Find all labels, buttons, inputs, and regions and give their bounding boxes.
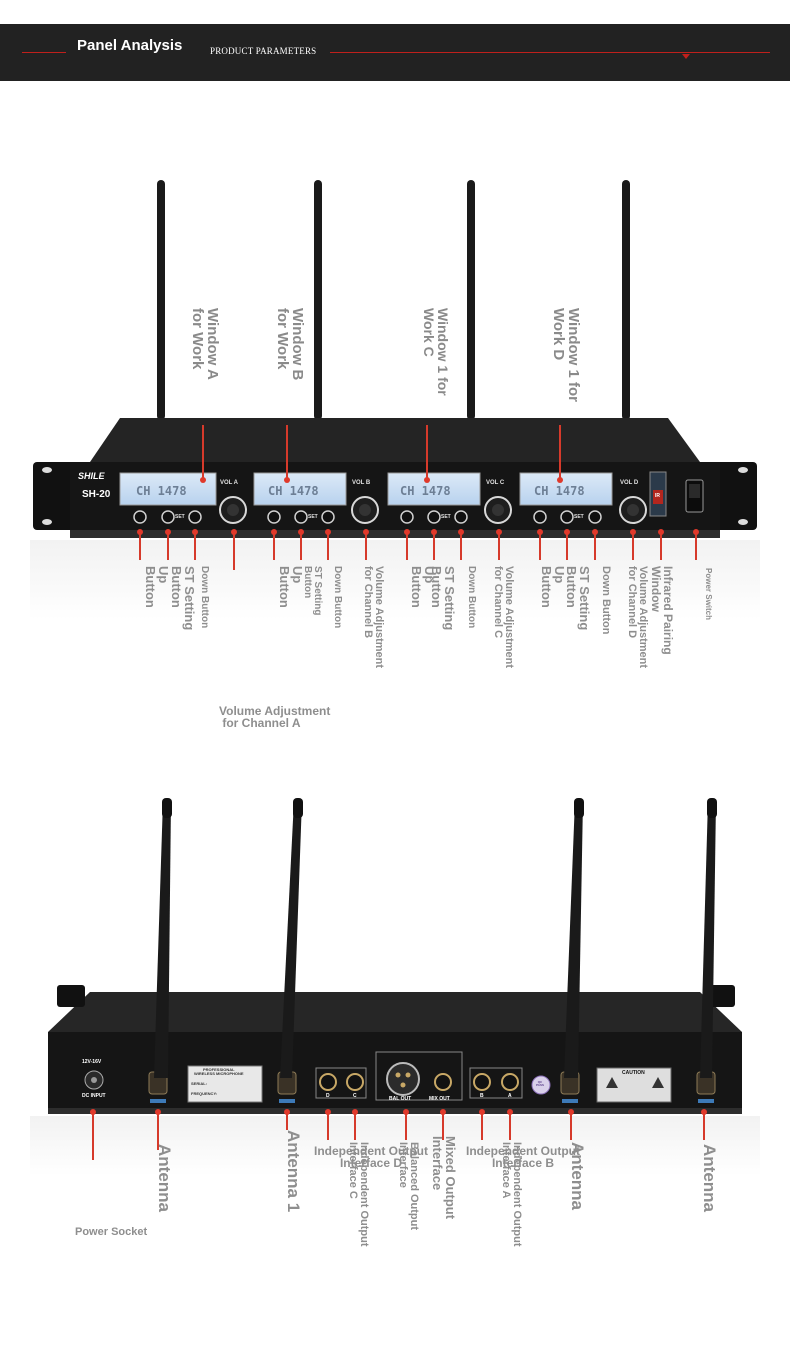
- front-leader-dots: [137, 477, 699, 535]
- qc-sticker: [531, 1075, 551, 1095]
- c-set-label: ST Setting Button: [429, 566, 457, 631]
- a-set-label: ST Setting Button: [169, 566, 197, 631]
- out-c-label: Independent Output Interface C: [347, 1142, 370, 1247]
- xlr-connector: [386, 1062, 420, 1096]
- sticker-serial: SERIAL:: [191, 1081, 207, 1086]
- window-c-label: Window 1 for Work C: [421, 308, 451, 396]
- vol-d-label: VOL D: [620, 480, 639, 486]
- section-subtitle: PRODUCT PARAMETERS: [210, 46, 317, 56]
- vol-a-label: VOL A: [220, 480, 239, 486]
- window-a-label: Window A for Work: [189, 308, 221, 380]
- d-down-label: Down Button: [600, 566, 612, 635]
- vol-b-label: VOL B: [352, 480, 371, 486]
- front-buttons: [133, 510, 602, 524]
- a-vol-label: Volume Adjustment for Channel A: [219, 704, 331, 730]
- ir-label: IR: [655, 493, 660, 499]
- sticker-title: PROFESSIONAL WIRELESS MICROPHONE: [194, 1067, 244, 1076]
- bal-out-label: BAL OUT: [389, 1096, 412, 1102]
- rear-chassis-top: [48, 992, 742, 1032]
- antenna-2-label: Antenna 1: [284, 1130, 303, 1213]
- a-down-label: Down Button: [199, 566, 210, 629]
- model-label: SH-20: [82, 489, 111, 500]
- set-d-label: SET: [574, 514, 584, 520]
- brand-logo: SHILE: [78, 471, 105, 481]
- c-up-label: Up Button: [409, 566, 437, 608]
- c-vol-label: Volume Adjustment for Channel C: [492, 566, 515, 669]
- antenna-1-label: Antenna: [155, 1144, 174, 1212]
- out-a-label: Independent Output Interface A: [500, 1142, 523, 1247]
- lcd-b-text: CH 1478: [268, 484, 319, 498]
- out-d-label: Independent Output Interface D: [314, 1144, 428, 1170]
- set-c-label: SET: [441, 514, 451, 520]
- power-switch-label: Power Switch: [704, 568, 713, 621]
- header-right-rule: [330, 52, 770, 53]
- sticker-frequency: FREQUENCY:: [191, 1091, 218, 1096]
- header-marker-icon: [682, 54, 690, 59]
- c-down-label: Down Button: [466, 566, 477, 629]
- section-title: Panel Analysis: [77, 37, 183, 54]
- section-header: Panel Analysis PRODUCT PARAMETERS: [0, 24, 790, 81]
- volume-knobs: [219, 496, 647, 524]
- port-b-label: B: [480, 1093, 484, 1099]
- rear-leader-lines: [92, 1112, 705, 1160]
- front-antennas: [157, 180, 630, 420]
- antenna-4-label: Antenna: [700, 1144, 719, 1212]
- lcd-d-text: CH 1478: [534, 484, 585, 498]
- window-d-label: Window 1 for Work D: [550, 308, 582, 403]
- a-up-label: Up Button: [143, 566, 171, 608]
- vol-c-label: VOL C: [486, 480, 505, 486]
- ir-pairing-label: Infrared Pairing Window: [649, 566, 675, 655]
- rear-leader-dots: [90, 1109, 707, 1115]
- mix-out-label: MIX OUT: [429, 1096, 450, 1102]
- front-chassis-top: [90, 418, 700, 462]
- b-set-label: ST Setting Button: [302, 566, 323, 616]
- b-down-label: Down Button: [332, 566, 343, 629]
- power-socket-label: Power Socket: [75, 1226, 148, 1238]
- bal-label: Balanced Output Interface: [397, 1142, 420, 1231]
- rack-ear-left: [33, 462, 75, 530]
- set-a-label: SET: [175, 514, 185, 520]
- mix-label: Mixed Output Interface: [430, 1136, 458, 1220]
- lcd-a-text: CH 1478: [136, 484, 187, 498]
- d-up-label: Up Button: [539, 566, 567, 608]
- port-c-label: C: [353, 1093, 357, 1099]
- rear-antennas: [154, 798, 717, 1078]
- rack-ear-right: [715, 462, 757, 530]
- caution-text: CAUTION: [622, 1070, 645, 1076]
- antenna-3-label: Antenna: [568, 1142, 587, 1210]
- port-a-label: A: [508, 1093, 512, 1099]
- dc-voltage-label: 12V-16V: [82, 1059, 102, 1065]
- port-d-label: D: [326, 1093, 330, 1099]
- lcd-c-text: CH 1478: [400, 484, 451, 498]
- window-b-label: Window B for Work: [274, 308, 306, 381]
- d-vol-label: Volume Adjustment for Channel D: [626, 566, 649, 669]
- qc-pass-label: QC PASS: [536, 1080, 544, 1087]
- b-up-label: Up Button: [277, 566, 305, 608]
- lcd-windows: [119, 472, 613, 506]
- rear-jacks: [319, 1073, 519, 1091]
- out-b-label: Independent Output Interface B: [466, 1144, 580, 1170]
- serial-sticker: [187, 1065, 263, 1103]
- b-vol-label: Volume Adjustment for Channel B: [362, 566, 385, 669]
- set-b-label: SET: [308, 514, 318, 520]
- header-left-rule: [22, 52, 66, 53]
- dc-input-label: DC INPUT: [82, 1093, 106, 1099]
- d-set-label: ST Setting Button: [564, 566, 592, 631]
